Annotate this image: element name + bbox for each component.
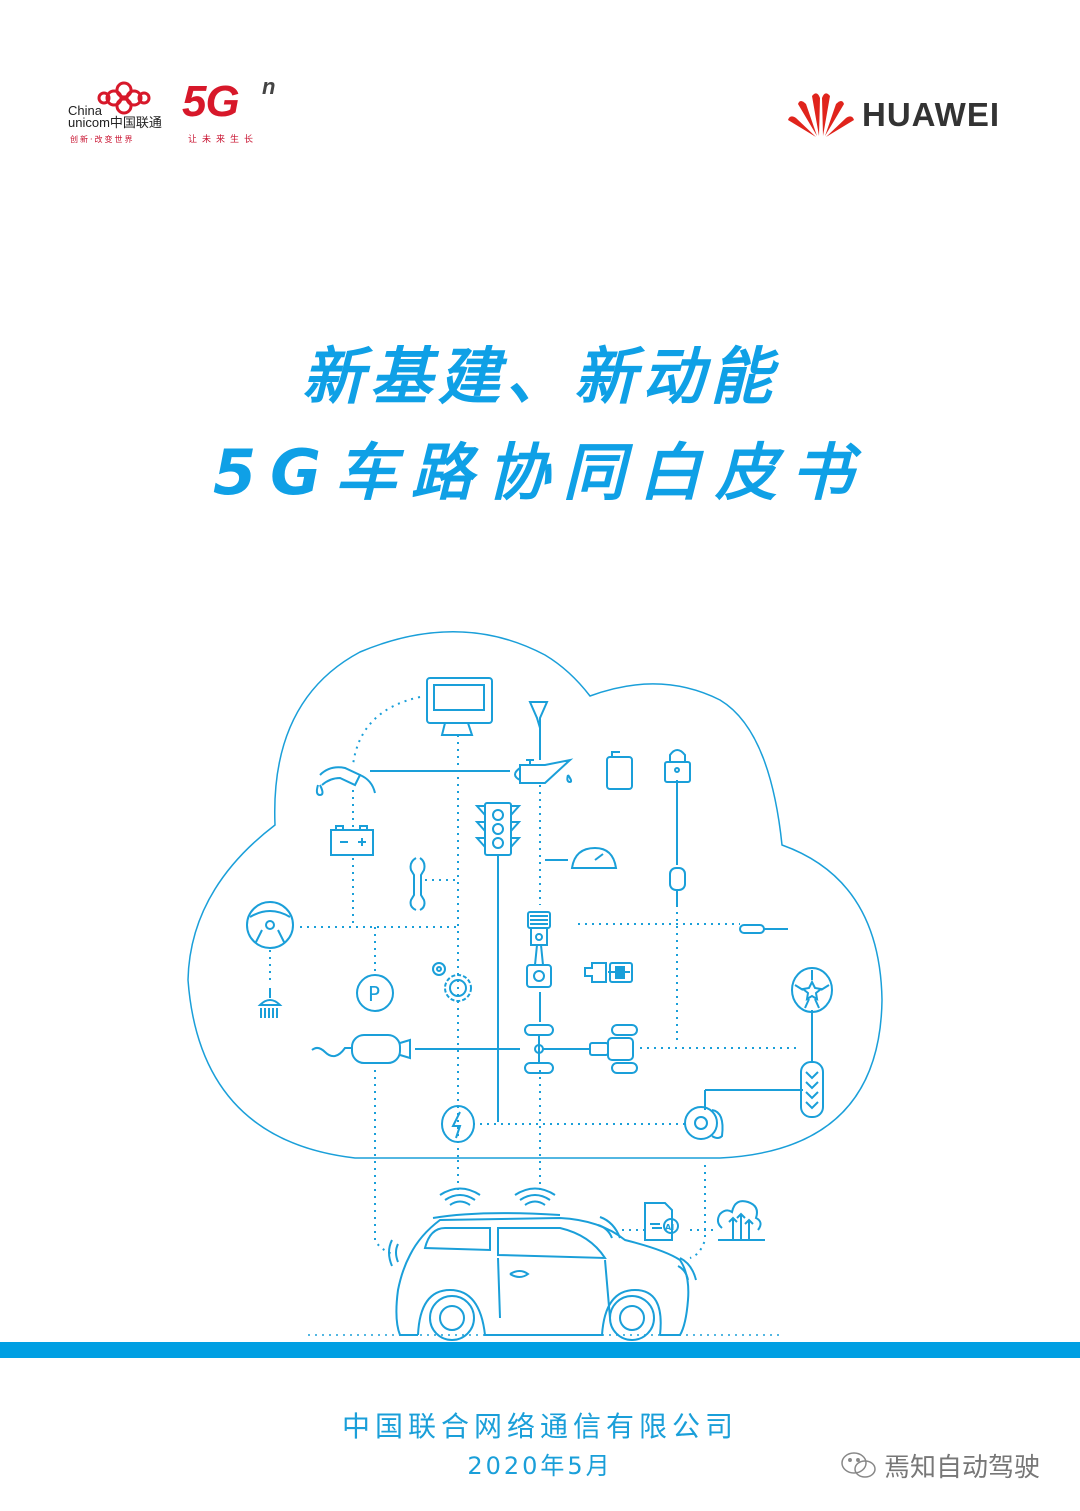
unicom-en-line1: China (68, 103, 102, 118)
exhaust-icon (311, 1034, 411, 1064)
dipstick-icon (739, 924, 788, 934)
seatbelt-icon (584, 962, 633, 983)
gauge-icon (570, 846, 618, 869)
piston-icon (526, 911, 552, 988)
wrench-icon (409, 857, 426, 911)
tire-icon (800, 1061, 824, 1118)
rim-icon (791, 967, 833, 1013)
jerrycan-icon (606, 751, 633, 790)
car-key-icon (669, 867, 686, 905)
steering-wheel-icon (246, 901, 294, 949)
publish-date: 2020年5月 (467, 1452, 613, 1480)
publisher-name: 中国联合网络通信有限公司 (341, 1410, 738, 1443)
funnel-icon (528, 701, 549, 729)
title-line-1: 新基建、新动能 (301, 340, 778, 413)
unicom-slogan: 创新·改变世界 (70, 135, 135, 144)
5g-slogan: 让未来生长 (188, 135, 259, 145)
monitor-icon (426, 677, 493, 736)
battery-icon (330, 825, 374, 856)
5g-logo: 5G (182, 77, 240, 126)
unicom-en-line2: unicom中国联通 (68, 115, 162, 130)
drivetrain-icon (524, 1024, 638, 1074)
huawei-flower-icon (788, 93, 854, 137)
unicom-wordmark: China unicom中国联通 (68, 103, 162, 130)
cloud-upload-icon (716, 1200, 765, 1241)
shower-icon (257, 988, 283, 1018)
huawei-wordmark: HUAWEI (862, 96, 1000, 133)
traffic-light-icon (474, 802, 522, 856)
wechat-watermark: 焉知自动驾驶 (840, 1447, 1040, 1484)
ground-bar (0, 1342, 1080, 1358)
signal-waves (388, 1187, 697, 1281)
unicom-knot-icon (97, 81, 151, 115)
cloud-outline (187, 630, 883, 1159)
parking-icon: P (356, 974, 394, 1012)
gears-icon (432, 962, 472, 1002)
car-icon (395, 1212, 690, 1341)
cloud-illustration: P AI (187, 630, 883, 1341)
padlock-icon (664, 749, 691, 783)
watermark-text: 焉知自动驾驶 (884, 1453, 1041, 1483)
svg-text:P: P (368, 982, 380, 1006)
oil-can-icon (514, 758, 574, 784)
lightning-icon (441, 1105, 475, 1143)
svg-text:AI: AI (665, 1223, 674, 1232)
5g-superscript: n (262, 74, 276, 99)
brake-disc-icon (684, 1106, 724, 1140)
wechat-icon (841, 1451, 876, 1478)
fuel-nozzle-icon (315, 766, 376, 797)
title-line-2: 5G车路协同白皮书 (212, 436, 868, 509)
ai-document-icon: AI (644, 1202, 679, 1241)
